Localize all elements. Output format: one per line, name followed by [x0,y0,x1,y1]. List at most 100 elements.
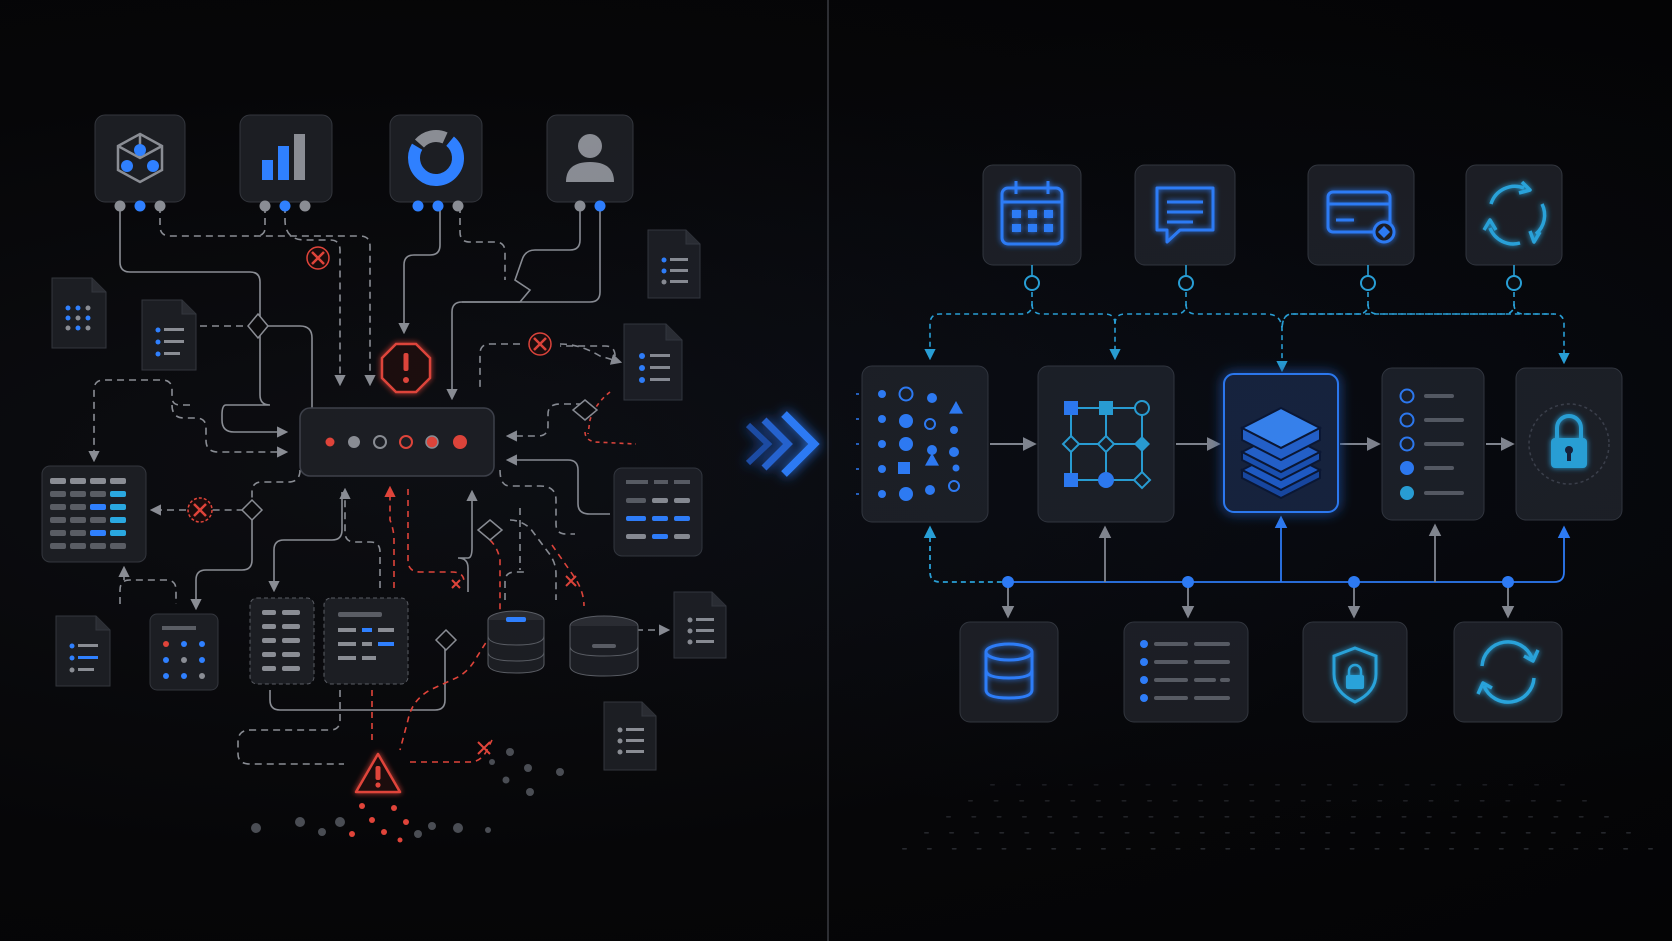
debris-dot [414,830,422,838]
table-cell [110,478,126,484]
table-cell [70,478,86,484]
user-icon [566,134,614,182]
floor-dot [1076,848,1082,850]
floor-dot [1325,816,1331,818]
table-small-dots [149,613,219,691]
floor-dot [1560,784,1565,786]
table-dashed-b [323,597,409,685]
scatter-mark [948,480,960,492]
floor-dot [1300,816,1306,818]
debris-dot [391,805,397,811]
floor-dot [1450,832,1456,834]
floor-dot [1400,832,1406,834]
document-icon [51,277,107,349]
floor-dot [1600,832,1606,834]
floor-dot [1376,816,1382,818]
debris-dot [506,748,514,756]
floor-dot [1275,848,1280,850]
table-cell [90,478,106,484]
pipeline-stage-node-grid [1037,365,1175,523]
floor-dot [1093,784,1099,786]
bottom-tile-list [1123,621,1249,723]
bottom-tile-shield [1302,621,1408,723]
floor-dot [1001,848,1007,850]
floor-dot [971,816,977,818]
donut-chart-icon [408,130,464,186]
table-cell [90,504,106,510]
floor-dot [1300,784,1306,786]
table-cell [50,530,66,536]
floor-dot [1150,848,1156,850]
floor-dot [1199,816,1205,818]
scatter-mark [878,490,886,498]
table-cell [110,491,126,497]
floor-dot [1275,784,1280,786]
padlock-icon [1551,414,1587,468]
chat-icon [1155,186,1215,244]
error-marker [187,497,213,523]
debris-dot [502,776,510,784]
floor-dot [1041,784,1047,786]
floor-dot [1015,784,1021,786]
debris-dot [381,829,387,835]
floor-dot [1074,832,1080,834]
floor-dot [1475,832,1481,834]
floor-dot [1452,816,1458,818]
document-icon [141,299,197,371]
pipeline-stage-layer-stack [1223,373,1339,513]
document-icon [647,229,701,299]
hub-status-dot [325,437,335,447]
junction-diamond [240,312,599,652]
floor-dot [1224,816,1230,818]
database-icon [569,615,639,677]
table-cell [90,491,106,497]
top-tile-credit-card [1307,164,1415,291]
error-marker [528,332,552,356]
floor-dot [1047,816,1053,818]
floor-dot [976,848,982,850]
debris-dot [489,759,495,765]
floor-dot [1197,784,1203,786]
floor-dot [1149,832,1155,834]
floor-dot [1325,832,1331,834]
table-cell [70,530,86,536]
bottom-bus [923,515,1571,619]
floor-dot [1200,848,1206,850]
floor-dot [926,848,932,850]
document-icon [623,323,683,401]
floor-dot [1502,816,1508,818]
floor-dot [1449,848,1455,850]
floor-dot [1550,832,1556,834]
sync-icon [1476,640,1540,704]
source-tile-user [546,114,634,212]
floor-dot [1375,832,1381,834]
debris-dot [335,817,345,827]
scatter-mark [899,437,913,451]
floor-dot [1097,816,1103,818]
debris-dot [403,819,409,825]
debris-dot [369,817,375,823]
floor-dot [1223,784,1229,786]
top-tile-calendar [982,164,1082,291]
floor-dot [1553,816,1559,818]
list-icon [1140,640,1230,702]
floor-dot [1523,848,1529,850]
scatter-mark [878,390,886,398]
right-panel-organized [856,164,1653,850]
ordered-list-icon [1399,388,1464,500]
table-dashed-a [249,597,315,685]
floor-dot [1534,784,1540,786]
floor-dot [1505,800,1511,802]
error-marker [451,575,577,755]
floor-dot [1378,784,1384,786]
document-icon [603,701,657,771]
floor-dot [1249,816,1255,818]
table-cell [110,504,126,510]
debris-dot [453,823,463,833]
floor-dot [1148,816,1154,818]
floor-dot [1402,800,1408,802]
scattered-shapes-icon [878,386,963,501]
source-tile-cube [94,114,186,212]
table-cell [50,517,66,523]
